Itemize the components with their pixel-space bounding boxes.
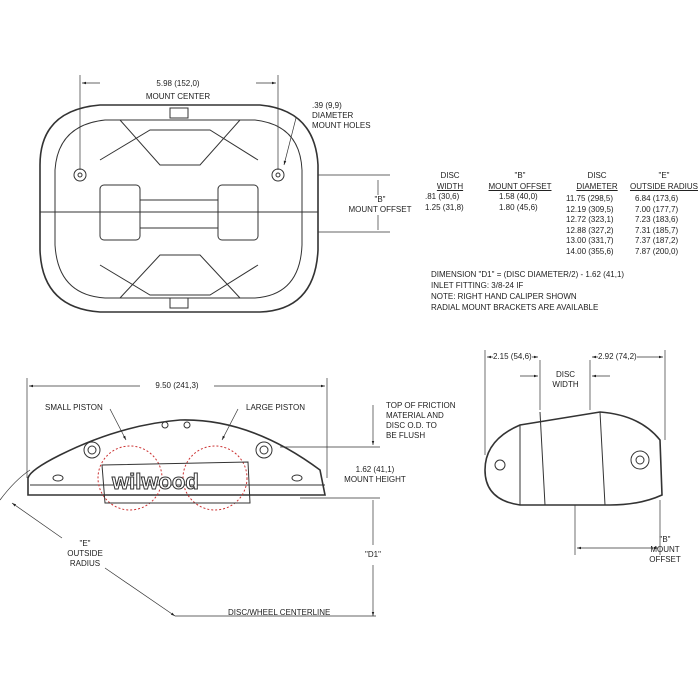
notes: DIMENSION "D1" = (DISC DIAMETER/2) - 1.6…	[431, 269, 624, 313]
cell: 12.72 (323,1)	[566, 215, 614, 224]
side-mount-offset-2: OFFSET	[649, 555, 681, 564]
outside-radius-label-2: RADIUS	[69, 559, 101, 568]
cell: 1.80 (45,6)	[499, 202, 538, 212]
note: RADIAL MOUNT BRACKETS ARE AVAILABLE	[431, 303, 599, 312]
side-mount-offset-1: MOUNT	[650, 545, 680, 554]
cell: 14.00 (355,6)	[566, 246, 614, 256]
front-view-caliper	[27, 419, 326, 511]
mount-height-dim: 1.62 (41,1)	[355, 465, 395, 474]
mount-holes-dim: .39 (9,9)	[312, 101, 342, 110]
top-mount-offset-b: "B"	[374, 195, 386, 204]
flush-note-3: DISC O.D. TO	[386, 421, 437, 430]
note: INLET FITTING: 3/8-24 IF	[431, 281, 524, 290]
length-dim: 9.50 (241,3)	[140, 381, 214, 391]
large-piston-label: LARGE PISTON	[246, 403, 305, 412]
cell: 6.84 (173,6)	[635, 194, 679, 203]
cell: 13.00 (331,7)	[566, 236, 614, 245]
flush-note-1: TOP OF FRICTION	[386, 401, 456, 410]
side-disc-width-2: WIDTH	[552, 380, 579, 389]
mount-center-dim: 5.98 (152,0)	[100, 79, 256, 89]
mount-holes-label-2: MOUNT HOLES	[312, 121, 371, 130]
header: MOUNT OFFSET	[488, 181, 552, 191]
cell: 7.37 (187,2)	[635, 236, 679, 245]
side-right-dim: 2.92 (74,2)	[598, 352, 637, 362]
cell: 7.00 (177,7)	[635, 204, 679, 214]
cell: 12.19 (309,5)	[566, 204, 614, 214]
outside-radius-e: "E"	[79, 539, 91, 548]
flush-note-2: MATERIAL AND	[386, 411, 444, 420]
header: WIDTH	[436, 181, 464, 191]
table-col-disc-width: DISC WIDTH .81 (30,6) 1.25 (31,8)	[425, 171, 475, 213]
outside-radius-label-1: OUTSIDE	[67, 549, 103, 558]
small-piston-label: SMALL PISTON	[45, 403, 103, 412]
header: DISC	[587, 171, 607, 180]
side-disc-width-1: DISC	[555, 370, 576, 379]
mount-height-label: MOUNT HEIGHT	[344, 475, 406, 484]
mount-holes-label-1: DIAMETER	[312, 111, 354, 120]
header: "E"	[658, 171, 670, 180]
note: NOTE: RIGHT HAND CALIPER SHOWN	[431, 292, 577, 301]
cell: 1.25 (31,8)	[425, 202, 464, 212]
top-view-caliper	[39, 104, 319, 313]
d1-label: "D1"	[355, 550, 391, 560]
table-col-outside-radius: "E" OUTSIDE RADIUS 6.84 (173,6) 7.00 (17…	[629, 171, 699, 257]
side-left-dim: 2.15 (54,6)	[493, 352, 532, 362]
header: DIAMETER	[576, 181, 618, 191]
flush-note-4: BE FLUSH	[386, 431, 426, 440]
wilwood-logo: wilwood	[112, 469, 200, 494]
side-mount-offset-b: "B"	[659, 535, 671, 544]
header: DISC	[440, 171, 460, 180]
table-col-mount-offset: "B" MOUNT OFFSET 1.58 (40,0) 1.80 (45,6)	[485, 171, 555, 213]
cell: 1.58 (40,0)	[499, 192, 538, 201]
cell: 11.75 (298,5)	[566, 194, 613, 203]
cell: 7.23 (183,6)	[635, 215, 679, 224]
table-col-disc-diameter: DISC DIAMETER 11.75 (298,5) 12.19 (309,5…	[566, 171, 628, 257]
side-view-caliper	[484, 411, 663, 506]
cell: 7.87 (200,0)	[635, 246, 679, 256]
header: "B"	[514, 171, 526, 180]
cell: .81 (30,6)	[425, 192, 460, 201]
top-mount-offset-label: MOUNT OFFSET	[348, 205, 412, 214]
centerline-label: DISC/WHEEL CENTERLINE	[228, 608, 331, 617]
note: DIMENSION "D1" = (DISC DIAMETER/2) - 1.6…	[431, 270, 625, 279]
cell: 7.31 (185,7)	[635, 225, 679, 235]
mount-center-label: MOUNT CENTER	[145, 92, 211, 101]
cell: 12.88 (327,2)	[566, 225, 614, 235]
header: OUTSIDE RADIUS	[629, 181, 698, 191]
